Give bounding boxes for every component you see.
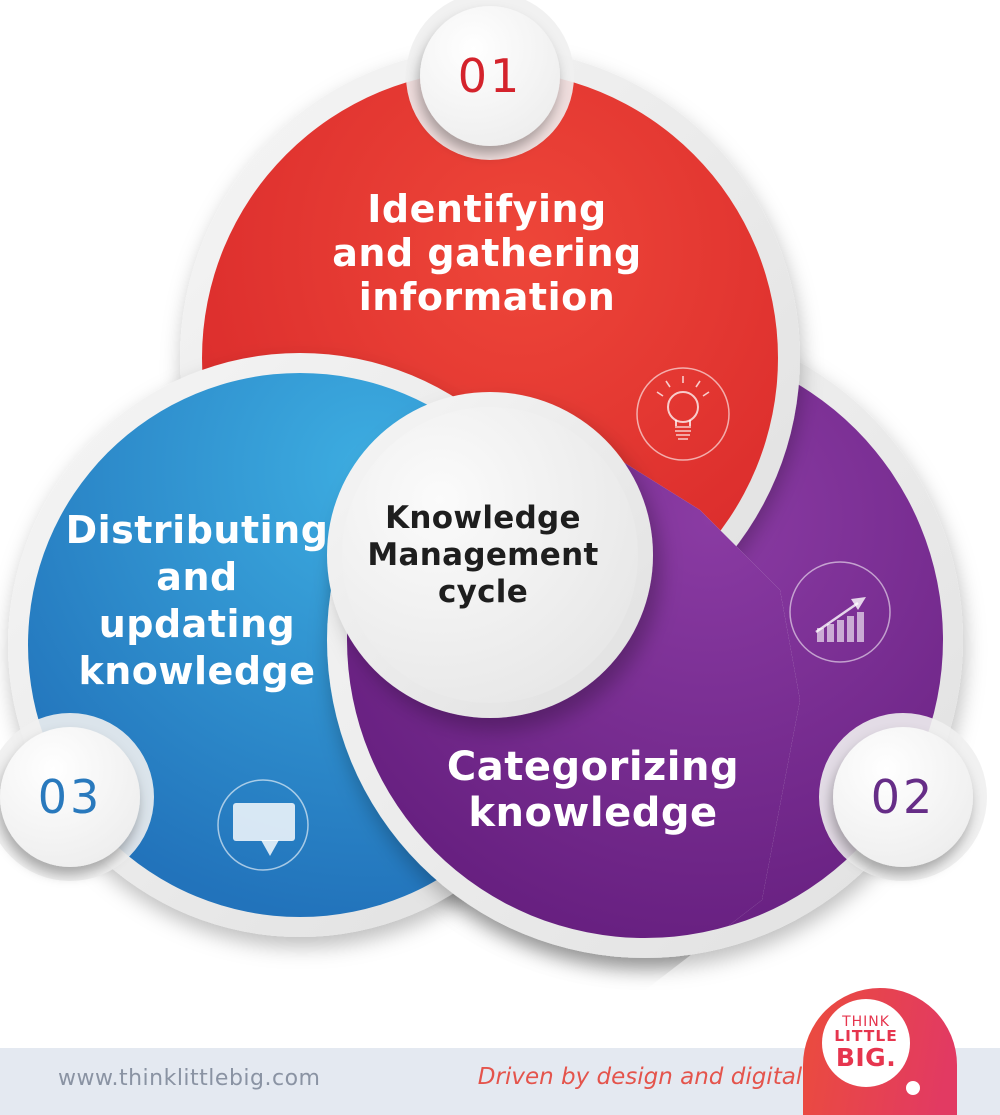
red-title-line: Identifying [367, 187, 606, 231]
center-title-line: Knowledge [385, 500, 581, 536]
blue-title-line: updating [99, 602, 296, 646]
blue-title-line: Distributing [66, 508, 329, 552]
center-title-line: Management [367, 537, 598, 573]
logo-text-little: LITTLE [834, 1027, 898, 1046]
think-little-big-logo: THINK LITTLE BIG. [803, 988, 957, 1115]
logo-dot [906, 1081, 920, 1095]
blue-segment-content: Distributing and updating knowledge [66, 508, 329, 871]
lightbulb-icon [636, 367, 730, 461]
red-title-line: and gathering [332, 231, 641, 275]
badge-02: 02 [819, 713, 987, 881]
blue-title-line: and [156, 555, 237, 599]
logo-text-think: THINK [842, 1014, 890, 1031]
badge-01-number: 01 [458, 49, 523, 103]
speech-bubble-icon [217, 779, 309, 871]
purple-title-line: knowledge [468, 790, 717, 836]
badge-03-number: 03 [38, 770, 103, 824]
center-title-line: cycle [438, 574, 528, 610]
tagline: Driven by design and digital [477, 1064, 803, 1090]
center-circle: Knowledge Management cycle [327, 392, 653, 718]
blue-title-line: knowledge [78, 649, 315, 693]
purple-segment-content: Categorizing knowledge [447, 561, 891, 836]
bar-chart-icon [789, 561, 891, 663]
red-segment-content: Identifying and gathering information [332, 187, 730, 461]
badge-02-number: 02 [871, 770, 936, 824]
website-url: www.thinklittlebig.com [58, 1066, 321, 1091]
purple-title-line: Categorizing [447, 744, 739, 790]
badge-03: 03 [0, 713, 154, 881]
logo-text-big: BIG. [835, 1043, 897, 1073]
red-title-line: information [359, 275, 616, 319]
logo-circle: THINK LITTLE BIG. [822, 999, 910, 1087]
badge-01: 01 [406, 0, 574, 160]
